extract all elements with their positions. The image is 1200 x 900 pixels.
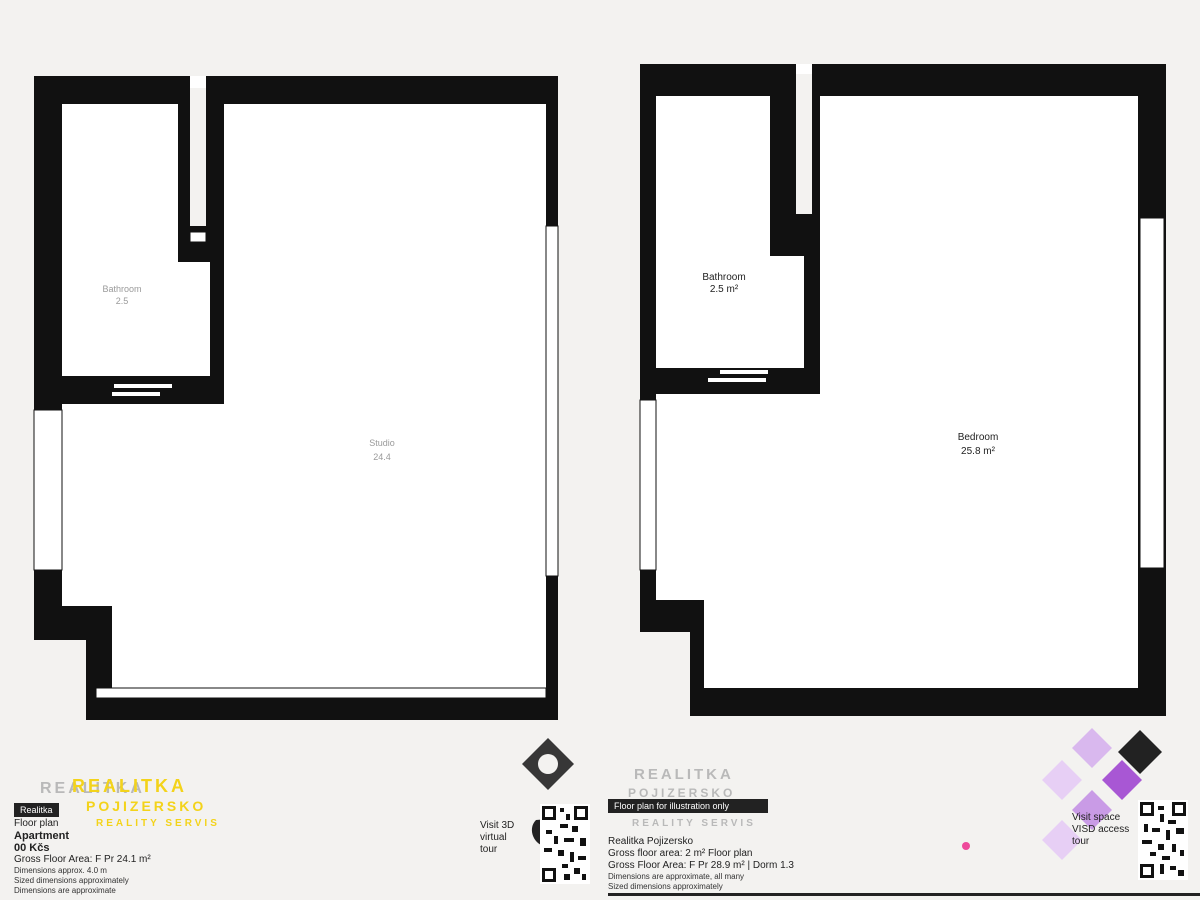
door-threshold-right <box>784 220 812 256</box>
footer-line2-left: Apartment <box>14 830 70 842</box>
door-strip-left-b <box>112 392 160 396</box>
window-bottom-left <box>95 687 547 699</box>
door-threshold-left <box>189 231 207 243</box>
room-name-bathroom-right: Bathroom <box>702 272 745 283</box>
footer-line3-right: Gross Floor Area: F Pr 28.9 m² | Dorm 1.… <box>608 860 794 871</box>
room-area-bathroom-left: 2.5 <box>116 296 129 306</box>
footer-line6-left: Sized dimensions approximately <box>14 876 129 885</box>
footer-line2-right: Gross floor area: 2 m² Floor plan <box>608 848 753 859</box>
footer-right: Floor plan for illustration only Realitk… <box>608 796 794 892</box>
floor-main-right <box>656 96 1138 688</box>
virtual-tour-label-right[interactable]: Visit space VISD access tour <box>1072 812 1130 847</box>
brand-wordmark-top-right: REALITKA <box>634 766 734 783</box>
door-strip-right-b <box>708 378 766 382</box>
footer-line1-left: Floor plan <box>14 818 59 829</box>
footer-line4-right: Dimensions are approximate, all many <box>608 872 745 881</box>
virtual-tour-label-left[interactable]: Visit 3D virtual tour <box>480 820 515 855</box>
brand-wordmark-yellow-left: REALITKA <box>72 776 187 796</box>
brand-wordmark-mid-right: POJIZERSKO <box>628 786 736 800</box>
footer-line1-right: Realitka Pojizersko <box>608 836 694 847</box>
window-right-left <box>545 225 559 577</box>
floor-bathroom-right <box>656 96 804 368</box>
footer-line3-left: 00 Kčs <box>14 842 50 854</box>
brand-wordmark-bottom-left: REALITY SERVIS <box>96 818 220 829</box>
footer-line5-right: Sized dimensions approximately <box>608 882 723 891</box>
qr-code-right[interactable] <box>1138 800 1188 880</box>
floor-main-left <box>62 104 546 692</box>
window-left-right <box>639 399 657 571</box>
brand-wordmark-bottom-right: REALITY SERVIS <box>632 818 756 829</box>
brand-wordmark-mid-left: POJIZERSKO <box>86 798 207 814</box>
door-strip-right-a <box>720 370 768 374</box>
floor-bathroom-left <box>62 104 210 376</box>
footer-title-bar-left: Realitka <box>14 803 59 817</box>
footer-line7-left: Dimensions are approximate <box>14 886 116 895</box>
footer-title-bar-right: Floor plan for illustration only <box>608 799 768 813</box>
room-name-studio-left: Studio <box>369 438 395 448</box>
footer-line4-left: Gross Floor Area: F Pr 24.1 m² <box>14 854 151 865</box>
room-area-studio-left: 24.4 <box>373 452 391 462</box>
qr-code-left[interactable] <box>540 804 590 884</box>
bottom-divider-rule <box>608 893 1200 896</box>
footer-left: Realitka Floor plan Apartment 00 Kčs Gro… <box>14 800 151 896</box>
door-opening-right <box>796 64 812 74</box>
floorplan-right: Bathroom 2.5 m² Bedroom 25.8 m² <box>639 64 1166 716</box>
footer-line5-left: Dimensions approx. 4.0 m <box>14 866 107 875</box>
doorway-top-left <box>190 76 206 88</box>
room-name-bedroom-right: Bedroom <box>958 432 999 443</box>
room-name-bathroom-left: Bathroom <box>102 284 141 294</box>
brand-wordmark-gray-left: REALITKA <box>40 780 145 797</box>
window-left-left <box>33 409 63 571</box>
room-area-bathroom-right: 2.5 m² <box>710 284 739 295</box>
brand-cross-logo-right <box>962 728 1162 860</box>
floorplan-left: Bathroom 2.5 Studio 24.4 <box>33 76 559 720</box>
door-strip-left-a <box>114 384 172 388</box>
room-area-bedroom-right: 25.8 m² <box>961 446 996 457</box>
window-right-right <box>1139 217 1165 569</box>
